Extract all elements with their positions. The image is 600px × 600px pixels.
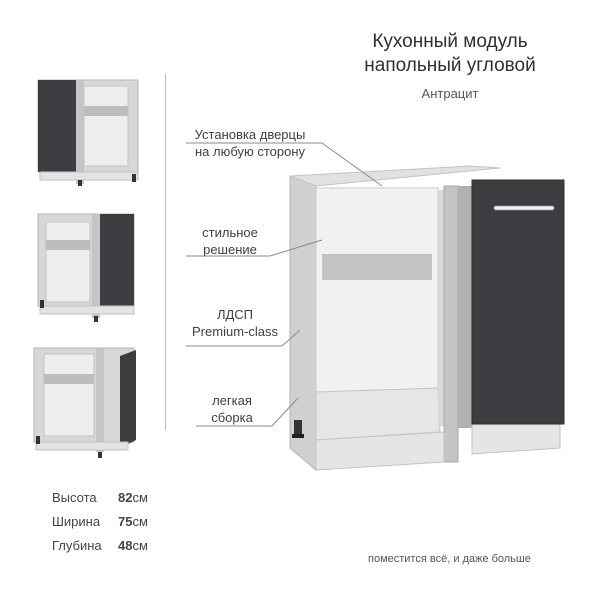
feature-door-mount-line2: на любую сторону bbox=[194, 144, 306, 159]
feature-door-mount: Установка дверцы на любую сторону bbox=[180, 126, 320, 160]
dimension-depth-label: Глубина bbox=[52, 538, 102, 553]
tagline: поместится всё, и даже больше bbox=[368, 553, 531, 565]
callout-line-style bbox=[186, 239, 323, 257]
dimensions-list: Высота 82 см Ширина 75 см Глубина 48 см bbox=[52, 486, 148, 558]
dimension-width-unit: см bbox=[132, 514, 148, 529]
product-title-line2: напольный угловой bbox=[364, 55, 536, 76]
product-color: Антрацит bbox=[421, 86, 479, 101]
feature-material-line1: ЛДСП bbox=[216, 307, 254, 322]
dimension-height-label: Высота bbox=[52, 490, 97, 505]
callout-line-door bbox=[186, 142, 383, 187]
dimension-depth-unit: см bbox=[132, 538, 148, 553]
dimension-width-value: 75 bbox=[118, 514, 133, 529]
feature-style-line2: решение bbox=[203, 242, 257, 257]
feature-assembly-line1: легкая bbox=[212, 393, 252, 408]
feature-style: стильное решение bbox=[180, 224, 280, 258]
callout-line-material bbox=[186, 329, 301, 347]
cabinet-thumbnail-door-left bbox=[37, 79, 139, 186]
dimension-height-value: 82 bbox=[118, 490, 133, 505]
cabinet-thumbnail-door-open bbox=[33, 347, 136, 458]
dimension-width: Ширина 75 см bbox=[52, 510, 148, 534]
feature-material-line2: Premium-class bbox=[192, 324, 278, 339]
product-title-line1: Кухонный модуль bbox=[372, 31, 528, 52]
feature-material: ЛДСП Premium-class bbox=[180, 306, 290, 340]
callout-line-assembly bbox=[196, 397, 299, 427]
feature-assembly-line2: сборка bbox=[211, 410, 253, 425]
dimension-width-label: Ширина bbox=[52, 514, 101, 529]
dimension-depth-value: 48 bbox=[118, 538, 133, 553]
callout-lines bbox=[186, 142, 383, 427]
dimension-height: Высота 82 см bbox=[52, 486, 148, 510]
feature-door-mount-line1: Установка дверцы bbox=[194, 127, 306, 142]
feature-style-line1: стильное bbox=[202, 225, 258, 240]
feature-assembly: легкая сборка bbox=[190, 392, 274, 426]
product-title: Кухонный модуль напольный угловой bbox=[300, 30, 600, 78]
dimension-depth: Глубина 48 см bbox=[52, 534, 148, 558]
dimension-height-unit: см bbox=[132, 490, 148, 505]
divider bbox=[165, 74, 166, 430]
cabinet-thumbnail-door-right bbox=[37, 213, 135, 322]
cabinet-main-image bbox=[289, 165, 565, 472]
